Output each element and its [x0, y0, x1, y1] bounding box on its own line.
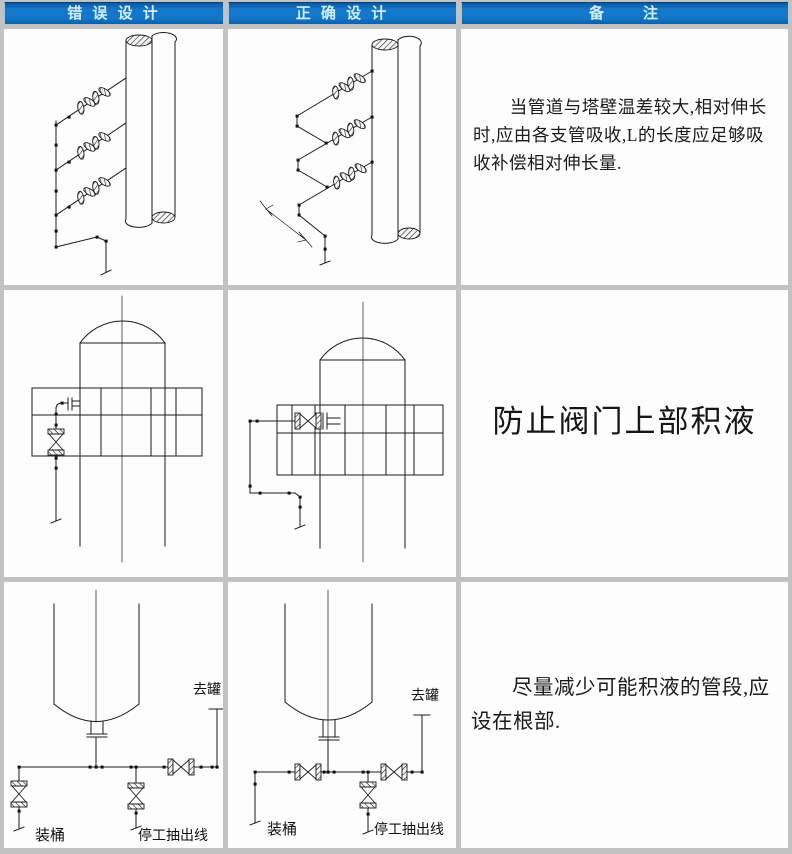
pipe-node-dots: [253, 770, 424, 816]
platform-grid: [276, 404, 444, 476]
diagram-row1-wrong-tower-straight-branches: [54, 32, 177, 276]
pipe-node-dots: [54, 115, 108, 249]
label-shutdown-line: 停工抽出线: [374, 821, 444, 838]
nozzle-flange: [322, 412, 341, 430]
diagram-row2-correct-valve-at-nozzle: [248, 301, 444, 563]
row1-correct-cell: [228, 29, 456, 285]
label-to-tank: 去罐: [411, 688, 439, 704]
label-drum: 装桶: [35, 827, 65, 844]
diagram-row3-correct-valves-at-root: 装桶 停工抽出线 去罐: [249, 589, 444, 838]
row1-wrong-cell: [4, 29, 223, 285]
diagram-row2-wrong-valve-below-nozzle: [31, 295, 203, 563]
diagram-row3-wrong-valves-far-from-root: 装桶 停工抽出线 去罐: [10, 589, 223, 844]
row1-remark-cell: 当管道与塔壁温差较大,相对伸长时,应由各支管吸收,L的长度应足够吸收补偿相对伸长…: [461, 29, 788, 285]
nozzle-flange: [67, 397, 81, 411]
bottom-nozzle-flange: [86, 720, 108, 768]
row2-remark-cell: 防止阀门上部积液: [461, 290, 788, 577]
riser-header-pipe: [55, 120, 112, 276]
valve-icon: [47, 428, 65, 456]
flow-arrow-tick: [319, 260, 331, 266]
pipe-node-dots: [17, 765, 219, 815]
row2-correct-cell: [228, 290, 456, 577]
flow-arrow-tick: [294, 524, 306, 530]
vessel-dished-bottom: [284, 589, 373, 741]
valve-icon: [10, 780, 28, 808]
remark-text-row1: 当管道与塔壁温差较大,相对伸长时,应由各支管吸收,L的长度应足够吸收补偿相对伸长…: [473, 97, 767, 173]
valve-icon: [380, 763, 408, 781]
flow-arrow-tick: [249, 820, 261, 826]
label-to-tank: 去罐: [193, 682, 221, 698]
valve-icon: [127, 782, 145, 810]
flow-arrow-tick: [50, 518, 62, 524]
col-header-correct-design: 正 确 设 计: [228, 2, 456, 24]
pipe-node-dots: [295, 69, 374, 251]
label-drum: 装桶: [267, 821, 297, 838]
valve-icon: [294, 763, 322, 781]
valve-icon: [359, 781, 377, 809]
tower-column: [124, 32, 177, 228]
vessel-dome: [319, 301, 406, 563]
row3-remark-cell: 尽量减少可能积液的管段,应设在根部.: [461, 582, 788, 848]
vessel-dome: [79, 295, 166, 563]
row2-wrong-cell: [4, 290, 223, 577]
label-shutdown-line: 停工抽出线: [138, 827, 208, 844]
valve-icon: [294, 412, 322, 430]
dimension-L: [259, 200, 313, 248]
flow-arrow-tick: [130, 825, 142, 831]
flow-arrow-tick: [13, 826, 25, 832]
bottom-nozzle-flange: [318, 719, 340, 773]
diagram-row1-correct-tower-expansion-legs: [259, 35, 422, 266]
remark-text-row2: 防止阀门上部积液: [492, 404, 757, 439]
col-header-remarks: 备 注: [461, 2, 788, 24]
row3-wrong-cell: 装桶 停工抽出线 去罐: [4, 582, 223, 848]
tower-column: [370, 35, 422, 244]
remark-text-row3: 尽量减少可能积液的管段,应设在根部.: [471, 677, 770, 733]
flow-arrow-tick: [100, 269, 112, 276]
pipe-node-dots: [54, 401, 64, 470]
vessel-dished-bottom: [53, 589, 140, 723]
platform-grid: [31, 387, 203, 457]
row3-correct-cell: 装桶 停工抽出线 去罐: [228, 582, 456, 848]
drop-pipe: [50, 402, 69, 524]
flow-arrow-tick: [362, 829, 374, 835]
pipe-node-dots: [248, 419, 302, 509]
valve-icon: [167, 758, 195, 776]
col-header-wrong-design: 错 误 设 计: [4, 2, 223, 24]
